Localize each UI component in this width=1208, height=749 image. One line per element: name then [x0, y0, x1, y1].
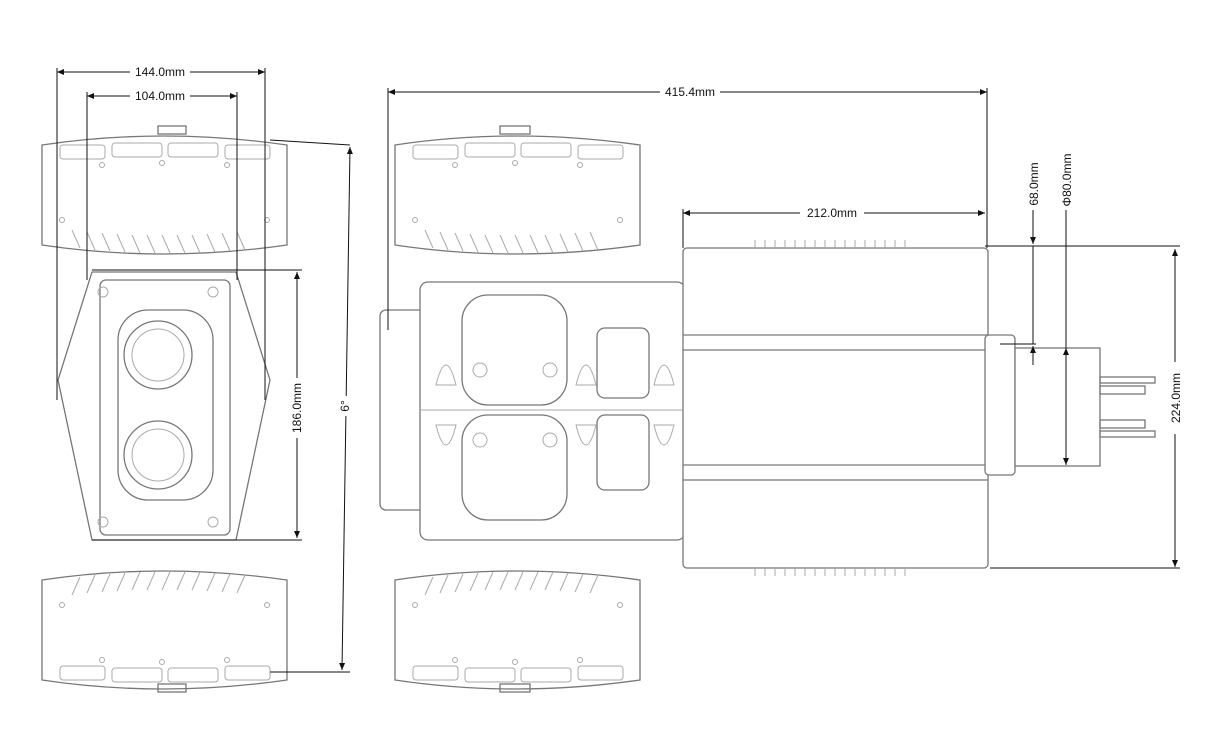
nose-module [984, 334, 1156, 476]
main-body [379, 281, 686, 541]
dim-diameter: Φ80.0mm [1060, 154, 1074, 207]
bottom-wheel [394, 570, 641, 690]
dim-tilt-angle: 6° [338, 400, 352, 412]
dim-height: 224.0mm [1169, 373, 1183, 423]
tube [682, 240, 989, 576]
dim-offset: 68.0mm [1027, 162, 1041, 205]
dim-body-height: 186.0mm [290, 383, 304, 433]
dim-width-outer: 144.0mm [135, 65, 185, 79]
top-cap [157, 125, 187, 135]
front-view [379, 125, 1156, 693]
dimensions: 144.0mm 104.0mm 186.0mm 6° 415.4mm 212.0… [56, 64, 1183, 673]
bottom-cap [499, 683, 531, 693]
body [57, 271, 271, 541]
dim-tube-length: 212.0mm [807, 206, 857, 220]
dim-overall-length: 415.4mm [665, 85, 715, 99]
bottom-cap [157, 683, 187, 693]
side-view [41, 125, 288, 693]
dim-width-inner: 104.0mm [135, 89, 185, 103]
bottom-wheel [41, 570, 288, 690]
top-wheel [394, 135, 641, 255]
top-wheel [41, 135, 288, 255]
top-cap [499, 125, 531, 135]
